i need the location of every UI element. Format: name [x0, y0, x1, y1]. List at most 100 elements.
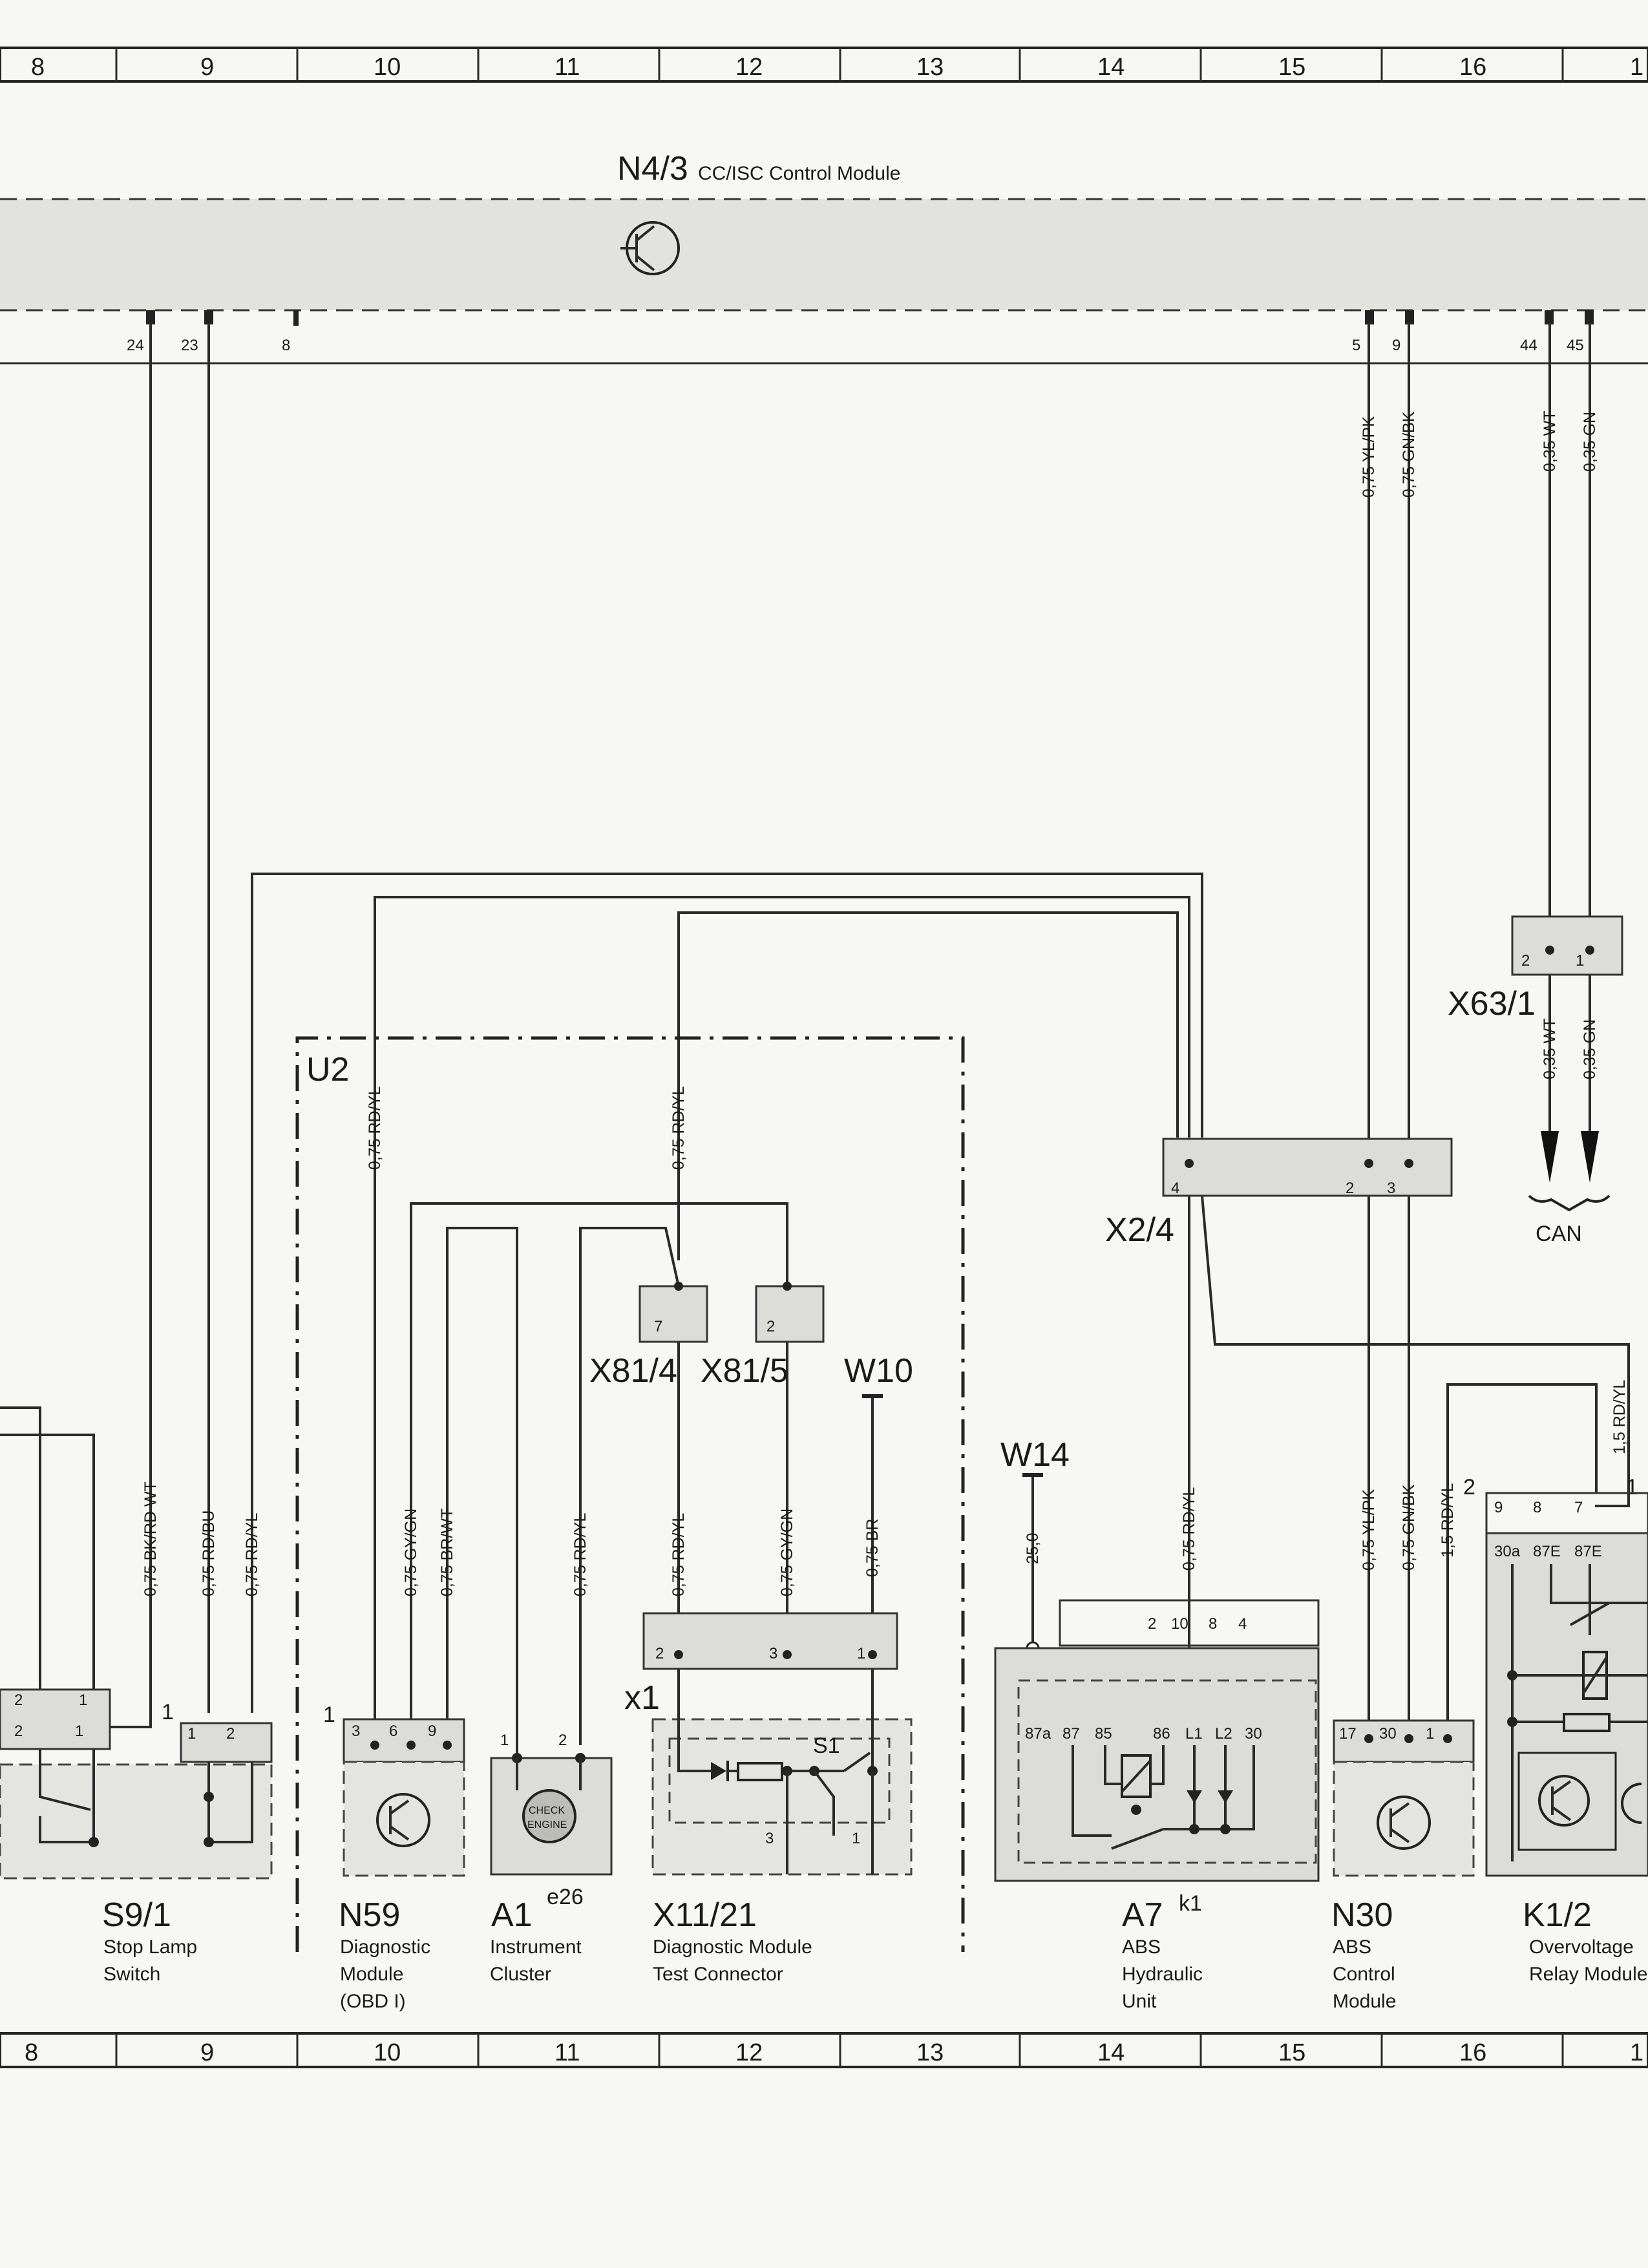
- pin-label: 3: [769, 1645, 777, 1662]
- pin-label: L1: [1185, 1725, 1203, 1743]
- grid-col-top: 14: [1097, 54, 1125, 81]
- w10-label: W10: [844, 1352, 913, 1390]
- component-name: (OBD I): [340, 1991, 406, 2012]
- grid-col-top: 16: [1459, 54, 1486, 81]
- wire-label: 0,75 GN/BK: [1400, 1484, 1418, 1571]
- transistor-icon: [620, 221, 680, 275]
- wire-label: 0,75 GY/GN: [778, 1509, 796, 1596]
- n43-id: N4/3: [617, 150, 688, 187]
- grid-col-bottom: 11: [555, 2039, 580, 2066]
- component-name: Unit: [1122, 1991, 1157, 2012]
- pin-label: 1: [75, 1722, 83, 1740]
- grid-col-top: 10: [374, 54, 401, 81]
- grid-col-bottom: 16: [1459, 2039, 1486, 2066]
- n30-module: 17 30 1 N30 ABS Control Module: [1331, 1719, 1475, 2012]
- wire-label: 0,35 GN: [1581, 1019, 1599, 1079]
- pin-label: 9: [1494, 1499, 1503, 1516]
- component-name: Stop Lamp: [103, 1936, 197, 1958]
- s91-switch: 2 1 2 1 1 2 1 S9/1 Stop Lamp Switch: [0, 1688, 273, 1985]
- wire-label: 0,35 WT: [1541, 1019, 1559, 1079]
- pin-label: 1: [857, 1645, 865, 1662]
- component-id: A1: [491, 1896, 533, 1934]
- grid-col-top: 13: [916, 54, 944, 81]
- wire-label: 0,75 RD/YL: [1180, 1487, 1198, 1571]
- transistor-icon: [1538, 1775, 1590, 1827]
- x11-connector: 2 3 1 x1 S1 3 1: [624, 1612, 913, 1876]
- wire-label: 1,5 RD/YL: [1611, 1380, 1629, 1454]
- grid-col-top: 8: [31, 54, 45, 81]
- component-name: Diagnostic Module: [653, 1936, 812, 1958]
- component-name: Control: [1333, 1964, 1395, 1985]
- wire-label: 0,75 GY/GN: [402, 1509, 420, 1596]
- pin-label: 2: [14, 1722, 23, 1740]
- wire-label: 25,0: [1024, 1532, 1042, 1564]
- can-label: CAN: [1536, 1222, 1582, 1246]
- component-name: Hydraulic: [1122, 1964, 1203, 1985]
- pin-label: 2: [226, 1725, 235, 1743]
- wire-label: 0,35 WT: [1541, 411, 1559, 472]
- wire-label: 0,75 YL/PK: [1360, 1489, 1378, 1571]
- pin-label: 2: [1346, 1180, 1354, 1197]
- pin-label: 2: [766, 1318, 775, 1335]
- k12-relay-module: 2 1 9 8 7 30a 87E 87E K1/2 Overvoltage R…: [1463, 1475, 1648, 1985]
- grid-col-bottom: 8: [25, 2039, 38, 2066]
- grid-col-top: 12: [735, 54, 763, 81]
- pin-label: 87E: [1574, 1543, 1602, 1560]
- wire-label: 0,75 RD/YL: [670, 1086, 688, 1170]
- component-id: S9/1: [102, 1896, 171, 1934]
- pin-label: 2: [1463, 1475, 1475, 1500]
- pin-label: 10: [1171, 1615, 1188, 1633]
- x24-label: X2/4: [1105, 1211, 1174, 1249]
- pin-label: 4: [1171, 1180, 1179, 1197]
- x815-label: X81/5: [701, 1352, 788, 1390]
- pin-label: 4: [1238, 1615, 1247, 1633]
- pin-label: 1: [187, 1725, 196, 1743]
- a7-k1-label: k1: [1179, 1891, 1202, 1916]
- pin-label: 1: [162, 1700, 174, 1724]
- n43-pin-label: 5: [1352, 337, 1360, 354]
- grid-col-bottom: 1: [1630, 2039, 1643, 2066]
- component-name: Diagnostic: [340, 1936, 430, 1958]
- pin-label: 7: [1574, 1499, 1583, 1516]
- wire-label: 0,75 RD/YL: [571, 1513, 589, 1596]
- wire-label: 0,75 YL/PK: [1360, 416, 1378, 498]
- pin-label: 87: [1062, 1725, 1080, 1743]
- component-name: ABS: [1122, 1936, 1161, 1958]
- pin-label: 87E: [1533, 1543, 1561, 1560]
- wire-label: 0,35 GN: [1581, 412, 1599, 472]
- component-name: Instrument: [490, 1936, 582, 1958]
- n43-pin-label: 23: [181, 337, 198, 354]
- n43-pin-label: 44: [1520, 337, 1537, 354]
- relay-icon: [1072, 1745, 1255, 1850]
- pin-label: 1: [1426, 1725, 1434, 1743]
- transistor-icon: [1377, 1796, 1431, 1850]
- pin-label: 1: [852, 1830, 860, 1847]
- component-name: Module: [340, 1964, 403, 1985]
- pin-label: 2: [655, 1645, 664, 1662]
- pin-label: 8: [1533, 1499, 1541, 1516]
- grid-ruler-bottom: 8 9 10 11 12 13 14 15 16 1: [0, 2032, 1648, 2068]
- wire-label: 0,75 RD/YL: [670, 1513, 688, 1596]
- component-name: Relay Module: [1529, 1964, 1647, 1985]
- n43-control-module: N4/3 CC/ISC Control Module 24 23 8 5 9 4…: [0, 150, 1648, 365]
- x63-label: X63/1: [1448, 985, 1536, 1023]
- wire-label: 0,75 BK/RD WT: [142, 1481, 160, 1596]
- pin-label: 30: [1245, 1725, 1262, 1743]
- grid-col-bottom: 13: [916, 2039, 944, 2066]
- component-name: Cluster: [490, 1964, 551, 1985]
- pin-label: 17: [1339, 1725, 1357, 1743]
- check-engine-icon: CHECK ENGINE: [522, 1789, 576, 1843]
- w14-label: W14: [1000, 1436, 1070, 1474]
- component-name: Overvoltage: [1529, 1936, 1634, 1958]
- pin-label: 2: [1521, 952, 1530, 970]
- component-name: ABS: [1333, 1936, 1371, 1958]
- wire-label: 0,75 BR/WT: [438, 1509, 456, 1596]
- pin-label: 1: [500, 1732, 509, 1749]
- component-id: A7: [1122, 1896, 1163, 1934]
- wire-labels: 0,75 YL/PK 0,75 GN/BK 0,35 WT 0,35 GN 0,…: [142, 411, 1629, 1596]
- lamp-text: CHECK: [529, 1805, 565, 1816]
- wire-label: 0,75 RD/YL: [366, 1086, 384, 1170]
- x1-label: x1: [624, 1679, 660, 1717]
- wire-label: 1,5 RD/YL: [1439, 1483, 1457, 1558]
